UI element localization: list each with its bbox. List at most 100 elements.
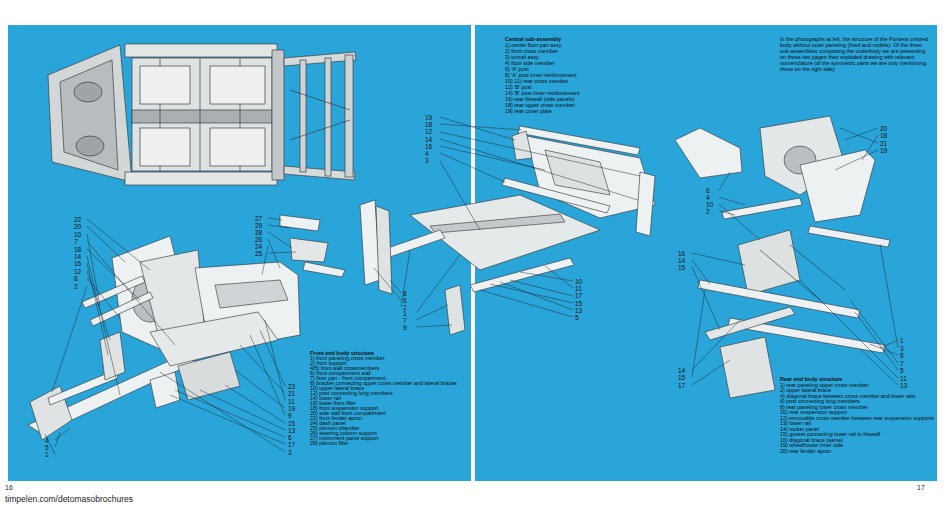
callout-number: 5 xyxy=(575,314,579,321)
callout-number: 14 xyxy=(678,367,685,374)
callout-number: 24 xyxy=(255,243,262,250)
callout-number: 16 xyxy=(425,143,432,150)
body-photo xyxy=(48,44,356,185)
parts-list: Front end body structure1) front panelin… xyxy=(310,351,468,446)
callout-number: 1 xyxy=(900,337,904,344)
part-name: 6) 'A' post xyxy=(505,66,665,72)
part-name: 19) rear cover plate xyxy=(505,108,665,114)
callout-number: 3 xyxy=(288,449,292,456)
callout-number: 19 xyxy=(425,114,432,121)
callout-number: 29 xyxy=(255,222,262,229)
callout-number: 1 xyxy=(403,310,407,317)
callout-number: 10 xyxy=(706,201,713,208)
callout-number: 3 xyxy=(900,345,904,352)
part-name: 14) 'B' post inner reinforcement xyxy=(505,90,665,96)
callout-number: 17 xyxy=(678,382,685,389)
section-heading: Central sub-assembly xyxy=(505,36,665,42)
callout-number: 5 xyxy=(45,444,49,451)
watermark: timpelen.com/detomasobrochures xyxy=(5,494,133,505)
callout-number: 15 xyxy=(288,420,295,427)
part-name: 8) 'A' post inner reinforcement xyxy=(505,72,665,78)
callout-number: 10 xyxy=(575,278,582,285)
callout-number: 20 xyxy=(74,223,81,230)
callout-number: 25 xyxy=(255,250,262,257)
callout-number: 4 xyxy=(425,150,429,157)
callout-number: 7 xyxy=(403,317,407,324)
callout-number: 8 xyxy=(74,275,78,282)
part-name: 3) tunnel assy. xyxy=(505,54,665,60)
callout-number: 13 xyxy=(900,382,907,389)
callout-number: 6 xyxy=(288,434,292,441)
callout-number: 10 xyxy=(74,231,81,238)
callout-number: 11 xyxy=(900,375,907,382)
callout-number: 2 xyxy=(403,304,407,311)
part-name: 12) 'B' post xyxy=(505,84,665,90)
callout-number: 2 xyxy=(74,283,78,290)
callout-number: 8 xyxy=(403,290,407,297)
callout-number: 18 xyxy=(74,246,81,253)
part-name: 28) plenum filler xyxy=(310,441,468,446)
callout-number: 4 xyxy=(706,194,710,201)
parts-list: In the photographs at left, the structur… xyxy=(780,36,932,72)
callout-number: 9 xyxy=(403,324,407,331)
callout-number: 2 xyxy=(706,208,710,215)
part-name: 16) rear firewall (side panels) xyxy=(505,96,665,102)
callout-number: 23 xyxy=(288,383,295,390)
callout-number: 16 xyxy=(678,250,685,257)
callout-number: 16 xyxy=(74,260,81,267)
callout-number: 7 xyxy=(74,238,78,245)
callout-number: 28 xyxy=(255,229,262,236)
callout-number: 20 xyxy=(880,125,887,132)
callout-number: 11 xyxy=(288,398,295,405)
callout-number: 18 xyxy=(880,132,887,139)
page-ground xyxy=(475,25,937,481)
central-structure xyxy=(360,126,655,335)
callout-number: 15 xyxy=(678,374,685,381)
callout-number: 8 xyxy=(900,352,904,359)
callout-number: 11 xyxy=(575,285,582,292)
part-name: 1) center floor pan assy. xyxy=(505,42,665,48)
callout-number: 12 xyxy=(425,128,432,135)
callout-number: 7 xyxy=(900,360,904,367)
callout-number: 19 xyxy=(288,405,295,412)
callout-number: 3 xyxy=(425,157,429,164)
page-ground xyxy=(8,25,471,481)
part-name: 4) floor side member xyxy=(505,60,665,66)
intro-paragraph: In the photographs at left, the structur… xyxy=(780,36,932,72)
callout-number: 14 xyxy=(425,136,432,143)
page-number: 17 xyxy=(917,483,925,492)
part-name: 18) rear upper cross member xyxy=(505,102,665,108)
parts-list: Central sub-assembly1) center floor pan … xyxy=(505,36,665,114)
callout-number: 15 xyxy=(575,300,582,307)
callout-number: 14 xyxy=(678,257,685,264)
callout-number: 12 xyxy=(74,268,81,275)
callout-number: 22 xyxy=(74,216,81,223)
callout-number: 26 xyxy=(255,236,262,243)
callout-number: 18 xyxy=(425,121,432,128)
callout-number: 27 xyxy=(255,215,262,222)
callout-number: 6 xyxy=(706,187,710,194)
callout-number: 15 xyxy=(678,264,685,271)
rear-structure xyxy=(675,116,890,398)
callout-number: 1 xyxy=(45,451,49,458)
callout-number: 9 xyxy=(288,412,292,419)
callout-number: 13 xyxy=(575,307,582,314)
part-name: 10) 11) rear cross member xyxy=(505,78,665,84)
callout-number: 19 xyxy=(880,147,887,154)
callout-number: 17 xyxy=(288,441,295,448)
callout-number: 14 xyxy=(74,253,81,260)
leader-lines xyxy=(45,117,898,454)
callout-number: 6 xyxy=(403,297,407,304)
callout-number: 21 xyxy=(880,140,887,147)
part-name: 20) rear fender apron xyxy=(780,449,935,455)
page-number: 16 xyxy=(5,483,13,492)
part-name: 2) front cross member xyxy=(505,48,665,54)
callout-number: 17 xyxy=(575,292,582,299)
callout-number: 21 xyxy=(288,390,295,397)
parts-list: Rear end body structure1) rear paneling … xyxy=(780,377,935,454)
callout-number: 5 xyxy=(900,367,904,374)
front-structure xyxy=(28,215,345,440)
callout-number: 4 xyxy=(45,437,49,444)
callout-number: 13 xyxy=(288,427,295,434)
